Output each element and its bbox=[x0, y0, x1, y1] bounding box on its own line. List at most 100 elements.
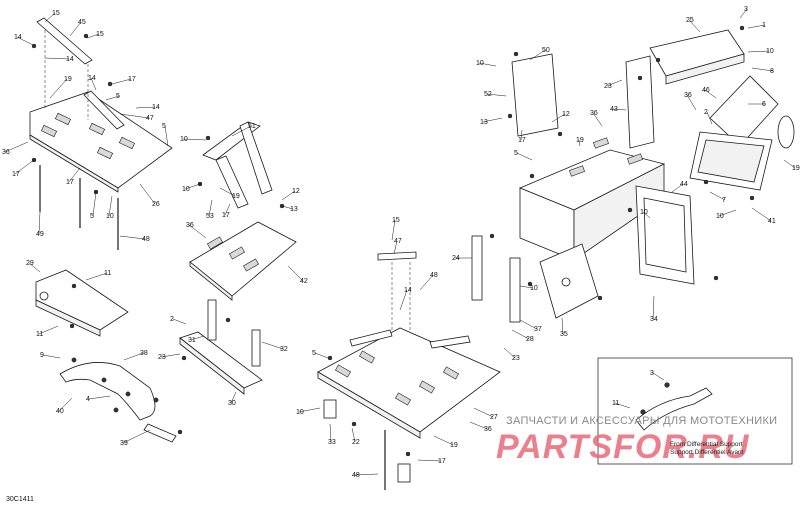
callout-leader bbox=[561, 317, 564, 335]
callout-leader bbox=[551, 113, 566, 123]
callout-leader bbox=[44, 12, 56, 23]
plate-42 bbox=[189, 221, 297, 301]
callout-leader bbox=[354, 473, 379, 476]
callout-leader bbox=[172, 318, 187, 325]
callout-label-14: 14 bbox=[66, 56, 74, 63]
callout-leader bbox=[511, 329, 530, 340]
callout-leader bbox=[298, 407, 321, 413]
callout-label-36: 36 bbox=[484, 426, 492, 433]
callout-leader bbox=[122, 429, 151, 444]
callout-leader bbox=[4, 141, 29, 153]
callout-label-17: 17 bbox=[12, 171, 20, 178]
callout-label-46: 46 bbox=[702, 87, 710, 94]
callout-label-35: 35 bbox=[560, 331, 568, 338]
callout-label-36: 36 bbox=[2, 149, 10, 156]
frame-43 bbox=[511, 53, 666, 261]
callout-label-14: 14 bbox=[152, 104, 160, 111]
callout-leader bbox=[68, 167, 81, 183]
callout-leader bbox=[519, 319, 538, 330]
callout-leader bbox=[751, 67, 774, 72]
callout-label-26: 26 bbox=[152, 201, 160, 208]
callout-label-25: 25 bbox=[686, 17, 694, 24]
callout-label-11: 11 bbox=[612, 400, 619, 407]
callout-leader bbox=[92, 191, 97, 217]
callout-leader bbox=[208, 199, 213, 217]
callout-leader bbox=[592, 112, 603, 127]
callout-label-10: 10 bbox=[640, 209, 648, 216]
callout-label-19: 19 bbox=[450, 442, 458, 449]
callout-label-8: 8 bbox=[770, 68, 774, 75]
callout-leader bbox=[28, 262, 41, 273]
callout-leader bbox=[139, 183, 156, 205]
callout-leader bbox=[135, 106, 156, 109]
callout-label-19: 19 bbox=[576, 137, 584, 144]
callout-label-37: 37 bbox=[534, 326, 542, 333]
callout-label-36: 36 bbox=[590, 110, 598, 117]
callout-leader bbox=[433, 435, 454, 446]
callout-label-5: 5 bbox=[514, 150, 518, 157]
callout-leader bbox=[519, 285, 534, 289]
callout-leader bbox=[16, 36, 34, 46]
callout-leader bbox=[751, 207, 772, 222]
callout-label-10: 10 bbox=[476, 60, 484, 67]
callout-label-3: 3 bbox=[650, 370, 654, 377]
callout-label-36: 36 bbox=[186, 222, 194, 229]
callout-leader bbox=[642, 211, 651, 219]
callout-leader bbox=[606, 79, 623, 87]
callout-label-45: 45 bbox=[78, 19, 86, 26]
callout-leader bbox=[612, 108, 627, 111]
watermark-logo: PARTSFOR.RU bbox=[496, 428, 750, 466]
callout-leader bbox=[399, 289, 408, 311]
callout-label-27: 27 bbox=[490, 414, 498, 421]
callout-label-33: 33 bbox=[328, 439, 336, 446]
callout-leader bbox=[224, 203, 231, 216]
callout-label-14: 14 bbox=[88, 75, 96, 82]
callout-label-14: 14 bbox=[14, 34, 22, 41]
callout-label-17: 17 bbox=[128, 76, 136, 83]
callout-label-14: 14 bbox=[404, 287, 412, 294]
callout-leader bbox=[219, 187, 236, 197]
callout-label-19: 19 bbox=[792, 165, 800, 172]
callout-label-10: 10 bbox=[180, 136, 188, 143]
watermark-tagline: ЗАПЧАСТИ И АКСЕССУАРЫ ДЛЯ МОТОТЕХНИКИ bbox=[506, 415, 778, 427]
callout-label-12: 12 bbox=[562, 111, 570, 118]
callout-label-10: 10 bbox=[106, 213, 114, 220]
callout-leader bbox=[704, 89, 717, 99]
callout-label-29: 29 bbox=[26, 260, 34, 267]
callout-label-22: 22 bbox=[352, 439, 360, 446]
callout-leader bbox=[482, 117, 503, 123]
callout-label-15: 15 bbox=[52, 10, 60, 17]
callout-label-40: 40 bbox=[56, 408, 64, 415]
callout-leader bbox=[190, 335, 205, 341]
callout-leader bbox=[469, 421, 488, 430]
guard-46 bbox=[689, 75, 795, 191]
callout-label-15: 15 bbox=[96, 31, 104, 38]
callout-leader bbox=[329, 423, 332, 443]
callout-label-17: 17 bbox=[222, 212, 230, 219]
diagram-code: 30C1411 bbox=[6, 496, 34, 503]
callout-leader bbox=[188, 224, 207, 239]
callout-label-24: 24 bbox=[452, 255, 460, 262]
panel-34 bbox=[635, 185, 695, 285]
callout-label-44: 44 bbox=[680, 181, 688, 188]
callout-label-38: 38 bbox=[140, 350, 148, 357]
callout-leader bbox=[230, 391, 237, 404]
callout-label-17: 17 bbox=[438, 458, 446, 465]
callout-label-13: 13 bbox=[480, 119, 488, 126]
skid-plate-front bbox=[29, 17, 173, 250]
callout-leader bbox=[671, 183, 684, 193]
callout-label-42: 42 bbox=[300, 278, 308, 285]
callout-label-34: 34 bbox=[650, 316, 658, 323]
callout-leader bbox=[160, 353, 181, 358]
callout-label-5: 5 bbox=[116, 93, 120, 100]
callout-label-9: 9 bbox=[40, 352, 44, 359]
callout-label-10: 10 bbox=[296, 409, 304, 416]
callout-label-1: 1 bbox=[762, 22, 766, 29]
callout-label-31: 31 bbox=[188, 337, 196, 344]
callout-leader bbox=[42, 354, 61, 359]
link-38 bbox=[59, 357, 177, 443]
callout-leader bbox=[49, 78, 68, 99]
callout-label-50: 50 bbox=[542, 47, 550, 54]
callout-label-10: 10 bbox=[530, 285, 538, 292]
